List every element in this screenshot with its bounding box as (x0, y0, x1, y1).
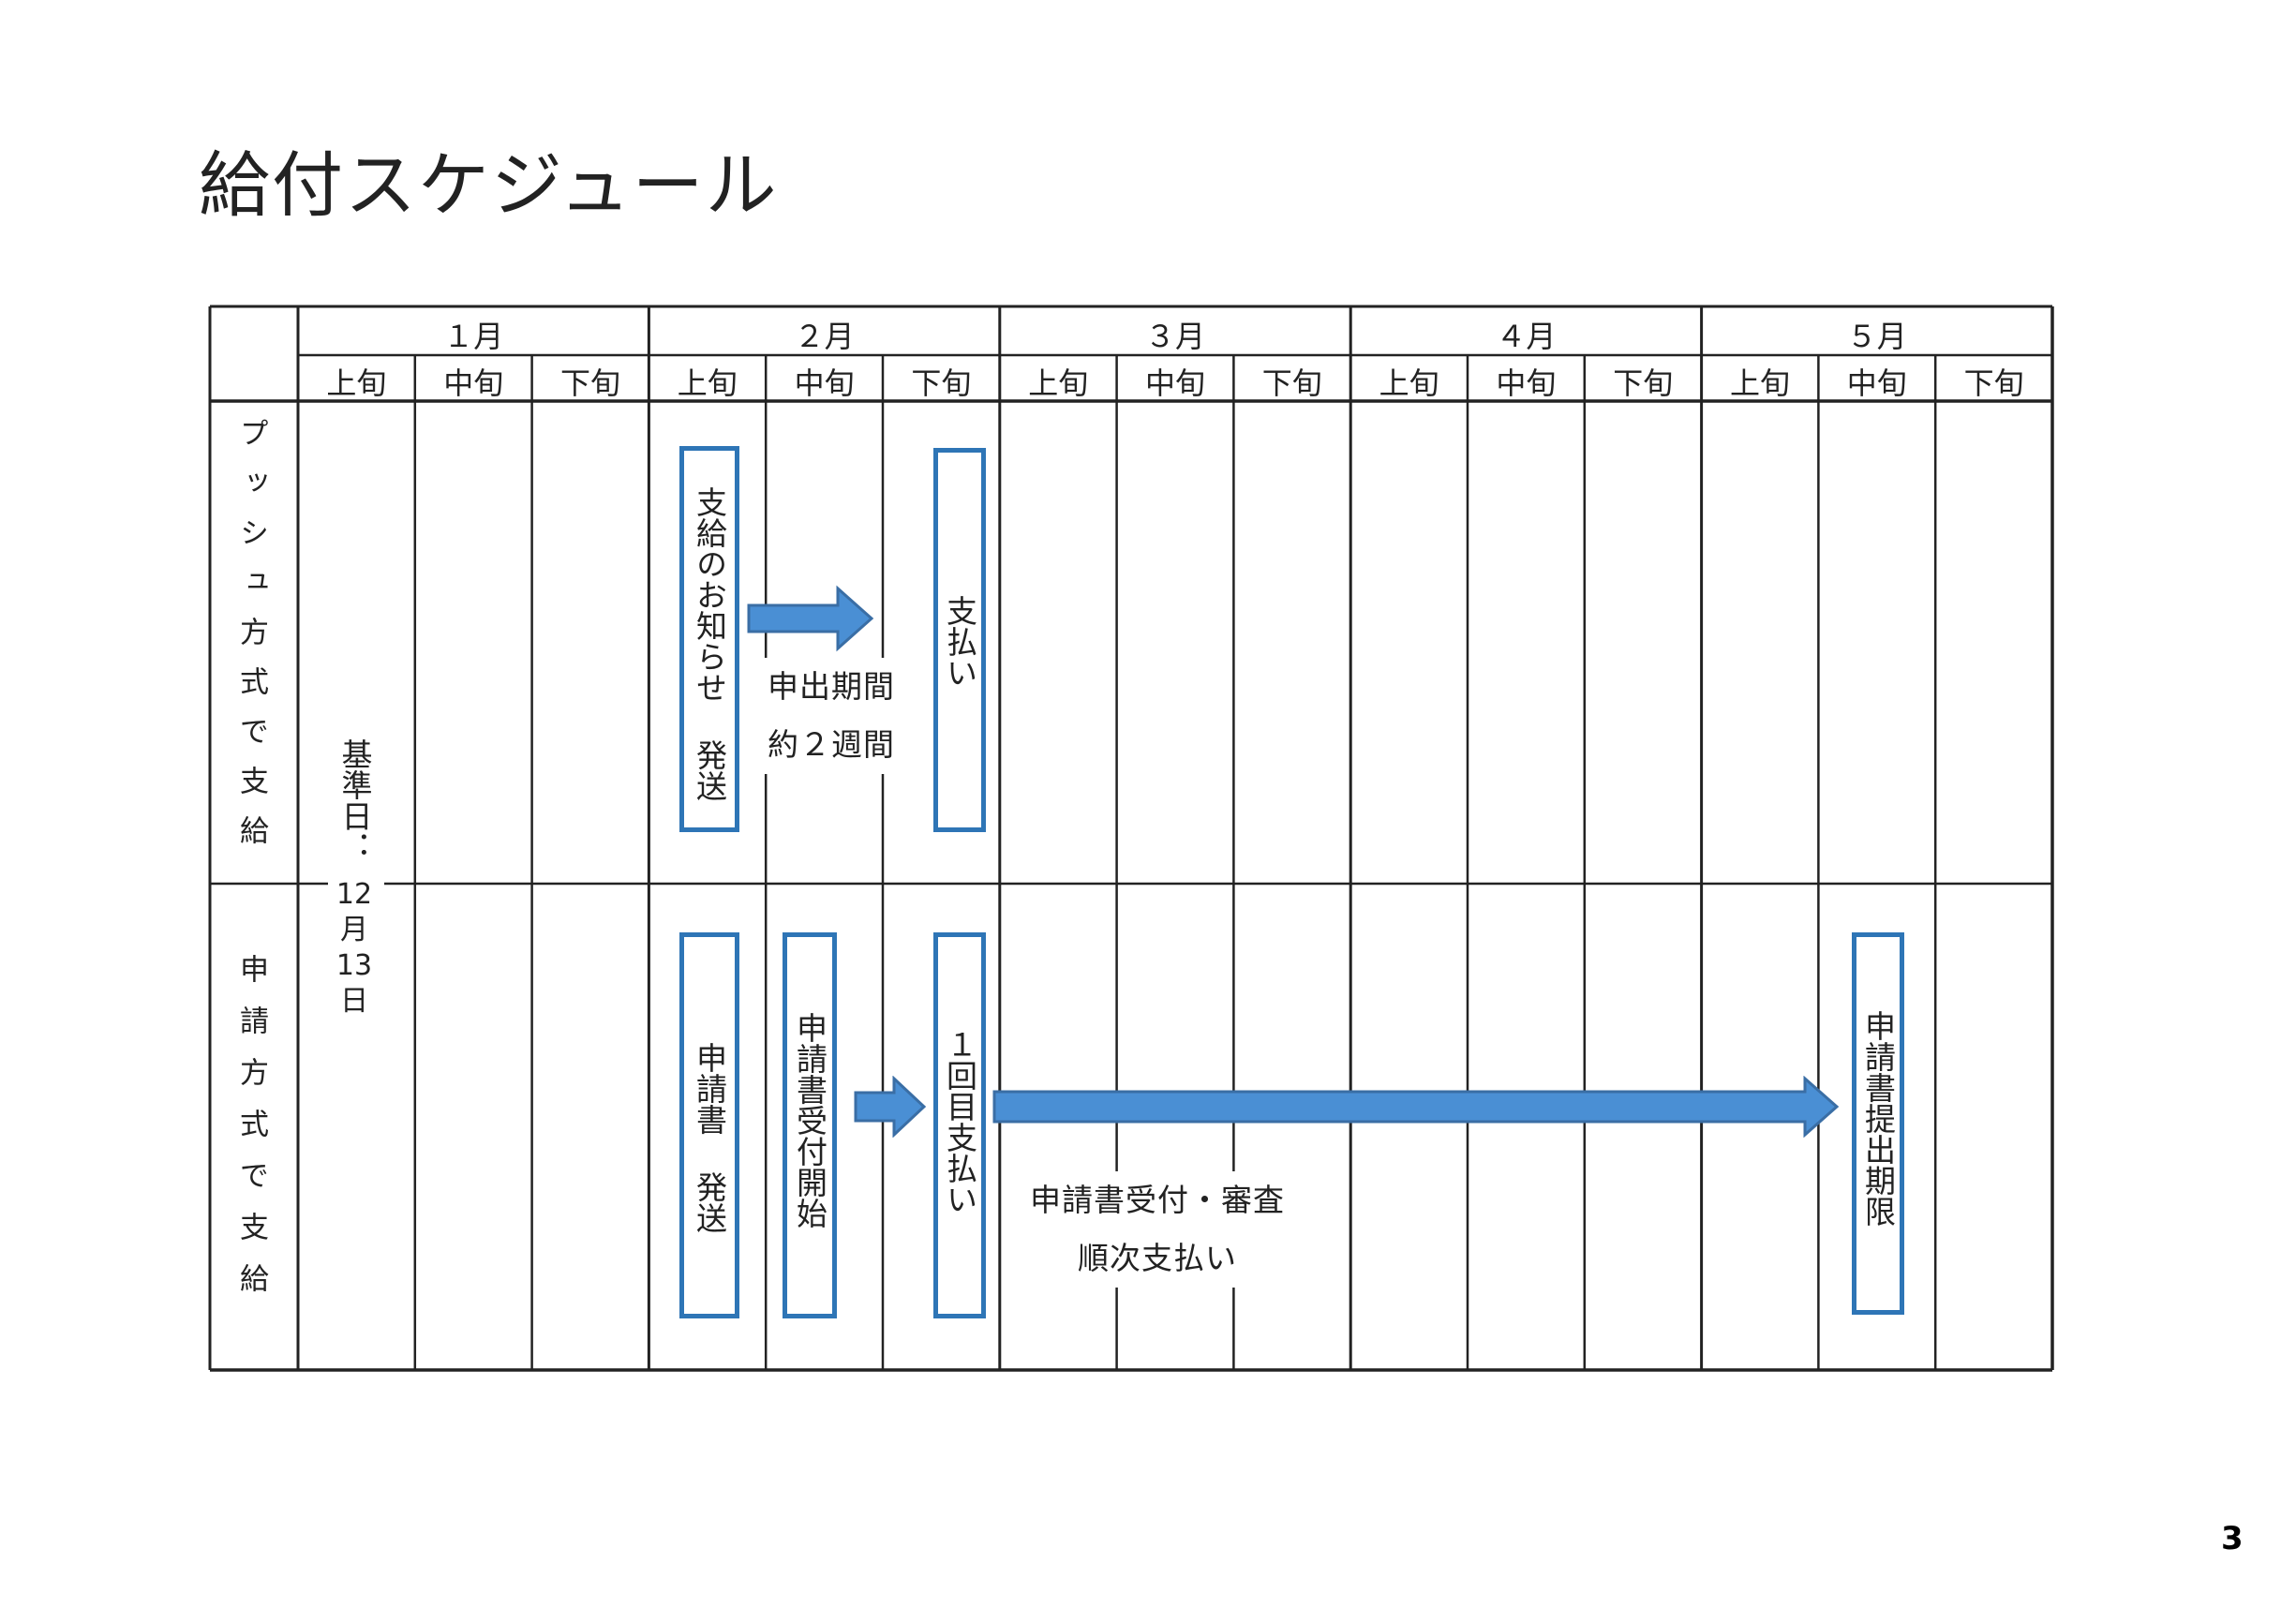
reference-date-day: 13 (335, 949, 373, 982)
push-payment-text: 支払い (941, 595, 978, 688)
notice-sent-text: 支給のお知らせ 発送 (691, 486, 728, 801)
period-header: 上旬 (677, 365, 738, 401)
period-header: 中旬 (1846, 365, 1907, 401)
period-header: 上旬 (1729, 365, 1790, 401)
month-header: ３月 (1144, 319, 1205, 354)
review-line1: 申請書受付・審査 (1030, 1182, 1285, 1218)
period-header: 中旬 (443, 365, 504, 401)
period-header: 上旬 (1028, 365, 1089, 401)
period-header: 上旬 (1379, 365, 1439, 401)
first-payment-text: １回目支払い (941, 1029, 978, 1214)
period-header: 下旬 (1261, 365, 1322, 401)
period-header: 中旬 (794, 365, 855, 401)
period-header: 中旬 (1496, 365, 1557, 401)
notice-sent-box: 支給のお知らせ 発送 (679, 446, 739, 832)
push-payment-box: 支払い (933, 448, 986, 832)
month-header: ２月 (794, 319, 855, 354)
period-header: 下旬 (1963, 365, 2024, 401)
row-label-push: プッシュ方式で支給 (234, 418, 268, 865)
row-label-apply: 申請方式で支給 (234, 954, 268, 1315)
accept-start-box: 申請書受付開始 (783, 932, 837, 1318)
reference-date-month-suffix: 月 (340, 914, 368, 946)
review-note: 申請書受付・審査 順次支払い (1021, 1171, 1293, 1288)
month-header: ４月 (1496, 319, 1557, 354)
page-number: 3 (2221, 1520, 2244, 1557)
period-header: 中旬 (1144, 365, 1205, 401)
push-period-line2: 約２週間 (768, 726, 895, 763)
period-header: 下旬 (559, 365, 620, 401)
review-arrow-icon (992, 1076, 1840, 1138)
reference-date-month: 12 (335, 878, 373, 911)
accept-start-text: 申請書受付開始 (791, 1012, 828, 1228)
period-header: 上旬 (326, 365, 387, 401)
reference-date-label: 基準日： (336, 738, 373, 862)
deadline-text: 申請書提出期限 (1859, 1010, 1897, 1227)
month-header: ５月 (1846, 319, 1907, 354)
period-header: 下旬 (911, 365, 972, 401)
first-payment-box: １回目支払い (933, 932, 986, 1318)
review-line2: 順次支払い (1078, 1240, 1237, 1276)
period-header: 下旬 (1613, 365, 1674, 401)
push-period-line1: 申出期間 (768, 668, 895, 705)
form-sent-text: 申請書 発送 (691, 1042, 728, 1233)
push-arrow-icon (747, 585, 874, 652)
accept-arrow-icon (854, 1076, 927, 1138)
reference-date-day-suffix: 日 (340, 985, 368, 1018)
reference-date-value: 12 月 13 日 (326, 877, 382, 1020)
form-sent-box: 申請書 発送 (679, 932, 739, 1318)
month-header: １月 (443, 319, 504, 354)
page-title: 給付スケジュール (199, 143, 779, 227)
push-period-note: 申出期間 約２週間 (761, 658, 902, 774)
deadline-box: 申請書提出期限 (1852, 932, 1904, 1315)
